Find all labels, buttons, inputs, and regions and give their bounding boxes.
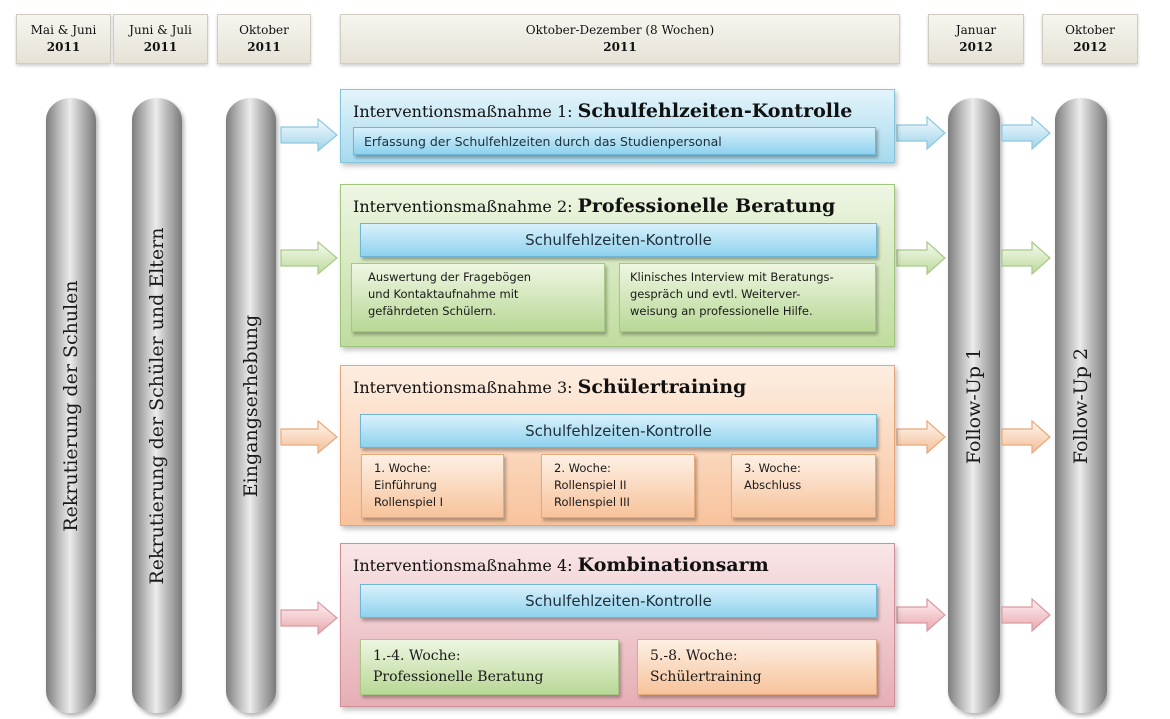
- pill-follow-up-2: Follow-Up 2: [1055, 98, 1107, 713]
- intervention-prefix: Interventionsmaßnahme 1:: [353, 102, 573, 121]
- intervention-name: Kombinationsarm: [577, 554, 769, 576]
- arrow-right-icon: [1001, 115, 1051, 151]
- pill-label: Eingangserhebung: [240, 314, 262, 497]
- timeline-year: 2011: [143, 40, 178, 54]
- timeline-year: 2012: [959, 40, 993, 54]
- sub-line: 1. Woche:: [374, 461, 431, 475]
- sub-line: Klinisches Interview mit Beratungs-: [630, 270, 834, 284]
- sub-line: gespräch und evtl. Weiterver-: [630, 287, 801, 301]
- intervention-2-box: Interventionsmaßnahme 2: Professionelle …: [340, 184, 895, 347]
- timeline-header-mai-juni: Mai & Juni 2011: [16, 14, 111, 64]
- sub-line: 5.-8. Woche:: [650, 648, 738, 664]
- timeline-period: Januar: [955, 23, 997, 37]
- intervention-1-bar: Erfassung der Schulfehlzeiten durch das …: [353, 127, 876, 155]
- timeline-header-oktober-2012: Oktober 2012: [1042, 14, 1138, 64]
- intervention-3-bar: Schulfehlzeiten-Kontrolle: [360, 414, 877, 448]
- pill-eingangserhebung: Eingangserhebung: [226, 98, 276, 713]
- sub-line: Rollenspiel III: [554, 495, 630, 509]
- sub-line: weisung an professionelle Hilfe.: [630, 304, 813, 318]
- pill-label: Follow-Up 2: [1070, 347, 1092, 464]
- intervention-name: Schülertraining: [577, 376, 747, 398]
- intervention-4-sub-1: 1.-4. Woche: Professionelle Beratung: [360, 639, 619, 695]
- arrow-right-icon: [280, 600, 338, 636]
- intervention-4-title: Interventionsmaßnahme 4: Kombinationsarm: [353, 554, 769, 576]
- timeline-year: 2012: [1073, 40, 1107, 54]
- sub-line: Rollenspiel II: [554, 478, 627, 492]
- arrow-right-icon: [896, 419, 946, 455]
- pill-label: Rekrutierung der Schüler und Eltern: [146, 226, 168, 585]
- arrow-right-icon: [1001, 419, 1051, 455]
- timeline-period: Oktober: [239, 23, 289, 37]
- intervention-prefix: Interventionsmaßnahme 3:: [353, 378, 573, 397]
- intervention-3-sub-1: 1. Woche: Einführung Rollenspiel I: [361, 454, 504, 518]
- timeline-period: Oktober: [1065, 23, 1115, 37]
- sub-line: 1.-4. Woche:: [373, 648, 461, 664]
- sub-line: Schülertraining: [650, 669, 762, 685]
- intervention-3-box: Interventionsmaßnahme 3: Schülertraining…: [340, 365, 895, 526]
- arrow-right-icon: [896, 115, 946, 151]
- timeline-period: Juni & Juli: [129, 23, 192, 37]
- timeline-year: 2011: [46, 40, 81, 54]
- intervention-4-sub-2: 5.-8. Woche: Schülertraining: [637, 639, 877, 695]
- arrow-right-icon: [896, 597, 946, 633]
- timeline-period: Mai & Juni: [30, 23, 97, 37]
- intervention-4-bar: Schulfehlzeiten-Kontrolle: [360, 584, 877, 618]
- pill-label: Rekrutierung der Schulen: [60, 279, 82, 532]
- intervention-2-sub-2: Klinisches Interview mit Beratungs- gesp…: [619, 263, 876, 332]
- timeline-period: Oktober-Dezember (8 Wochen): [525, 23, 715, 37]
- arrow-right-icon: [1001, 240, 1051, 276]
- sub-line: 3. Woche:: [744, 461, 801, 475]
- timeline-header-oktober-dezember: Oktober-Dezember (8 Wochen) 2011: [340, 14, 900, 64]
- intervention-prefix: Interventionsmaßnahme 2:: [353, 197, 573, 216]
- intervention-1-title: Interventionsmaßnahme 1: Schulfehlzeiten…: [353, 100, 852, 122]
- intervention-3-sub-2: 2. Woche: Rollenspiel II Rollenspiel III: [541, 454, 695, 518]
- intervention-2-bar: Schulfehlzeiten-Kontrolle: [360, 223, 877, 257]
- intervention-3-title: Interventionsmaßnahme 3: Schülertraining: [353, 376, 746, 398]
- intervention-prefix: Interventionsmaßnahme 4:: [353, 556, 573, 575]
- sub-line: und Kontaktaufnahme mit: [368, 287, 519, 301]
- arrow-right-icon: [280, 240, 338, 276]
- intervention-2-title: Interventionsmaßnahme 2: Professionelle …: [353, 195, 835, 217]
- sub-line: Rollenspiel I: [374, 495, 444, 509]
- sub-line: Abschluss: [744, 478, 802, 492]
- timeline-header-juni-juli: Juni & Juli 2011: [113, 14, 208, 64]
- intervention-name: Professionelle Beratung: [577, 195, 836, 217]
- pill-label: Follow-Up 1: [963, 347, 985, 464]
- sub-line: 2. Woche:: [554, 461, 611, 475]
- arrow-right-icon: [1001, 597, 1051, 633]
- intervention-4-box: Interventionsmaßnahme 4: Kombinationsarm…: [340, 543, 895, 707]
- intervention-name: Schulfehlzeiten-Kontrolle: [577, 100, 853, 122]
- sub-line: Einführung: [374, 478, 437, 492]
- sub-line: gefährdeten Schülern.: [368, 304, 497, 318]
- arrow-right-icon: [280, 419, 338, 455]
- timeline-year: 2011: [247, 40, 281, 54]
- timeline-header-januar-2012: Januar 2012: [928, 14, 1024, 64]
- pill-rekrutierung-schueler-eltern: Rekrutierung der Schüler und Eltern: [132, 98, 182, 713]
- timeline-header-oktober-2011: Oktober 2011: [217, 14, 311, 64]
- intervention-1-box: Interventionsmaßnahme 1: Schulfehlzeiten…: [340, 89, 895, 163]
- pill-follow-up-1: Follow-Up 1: [948, 98, 1000, 713]
- timeline-year: 2011: [603, 40, 637, 54]
- arrow-right-icon: [896, 240, 946, 276]
- sub-line: Auswertung der Fragebögen: [368, 270, 532, 284]
- pill-rekrutierung-schulen: Rekrutierung der Schulen: [46, 98, 96, 713]
- arrow-right-icon: [280, 117, 338, 153]
- intervention-3-sub-3: 3. Woche: Abschluss: [731, 454, 876, 518]
- sub-line: Professionelle Beratung: [373, 669, 544, 685]
- intervention-2-sub-1: Auswertung der Fragebögen und Kontaktauf…: [351, 263, 605, 332]
